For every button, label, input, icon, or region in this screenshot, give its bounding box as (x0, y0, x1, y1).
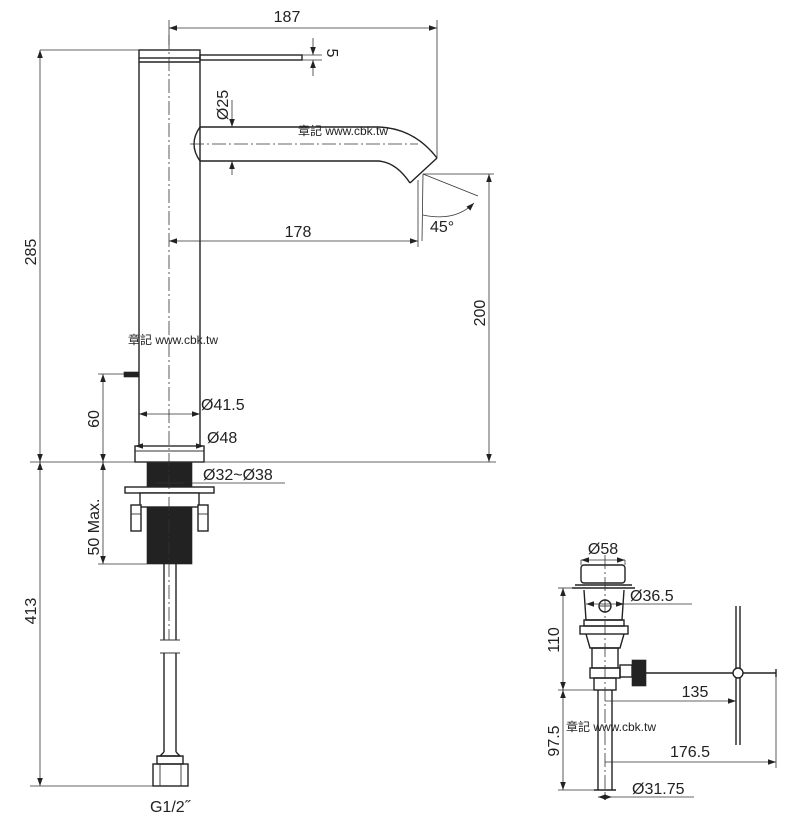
label-135: 135 (682, 684, 709, 701)
label-200: 200 (472, 300, 489, 327)
dimension-labels: 187 5 Ø25 178 45° 285 200 60 Ø41.5 Ø48 Ø… (23, 9, 710, 816)
label-diameter-48: Ø48 (207, 430, 237, 447)
label-97-5: 97.5 (546, 725, 563, 756)
label-diameter-31-75: Ø31.75 (632, 781, 685, 798)
label-diameter-41-5: Ø41.5 (201, 397, 245, 414)
label-187: 187 (274, 9, 301, 26)
drain-dimension-lines (558, 557, 777, 800)
label-g1-2-thread: G1/2˝ (150, 799, 192, 816)
label-413: 413 (23, 598, 40, 625)
label-178: 178 (285, 224, 312, 241)
label-176-5: 176.5 (670, 744, 710, 761)
label-285: 285 (23, 239, 40, 266)
label-5: 5 (323, 49, 340, 58)
label-45-degree: 45° (430, 219, 454, 236)
flexible-hose (152, 564, 189, 787)
watermark-text: 章記 www.cbk.tw (298, 123, 388, 138)
label-diameter-25: Ø25 (215, 90, 232, 120)
watermark-text: 章記 www.cbk.tw (128, 332, 218, 347)
label-diameter-32-38: Ø32~Ø38 (203, 467, 273, 484)
label-diameter-36-5: Ø36.5 (630, 588, 674, 605)
faucet-body (123, 49, 303, 463)
spout (193, 126, 438, 184)
watermarks: 章記 www.cbk.tw 章記 www.cbk.tw 章記 www.cbk.t… (128, 123, 656, 734)
label-diameter-58: Ø58 (588, 541, 618, 558)
label-110: 110 (546, 627, 563, 653)
watermark-text: 章記 www.cbk.tw (566, 719, 656, 734)
label-60: 60 (86, 410, 103, 428)
label-50-max: 50 Max. (86, 499, 103, 556)
dimension-lines (30, 20, 496, 787)
threaded-shank (124, 461, 215, 565)
